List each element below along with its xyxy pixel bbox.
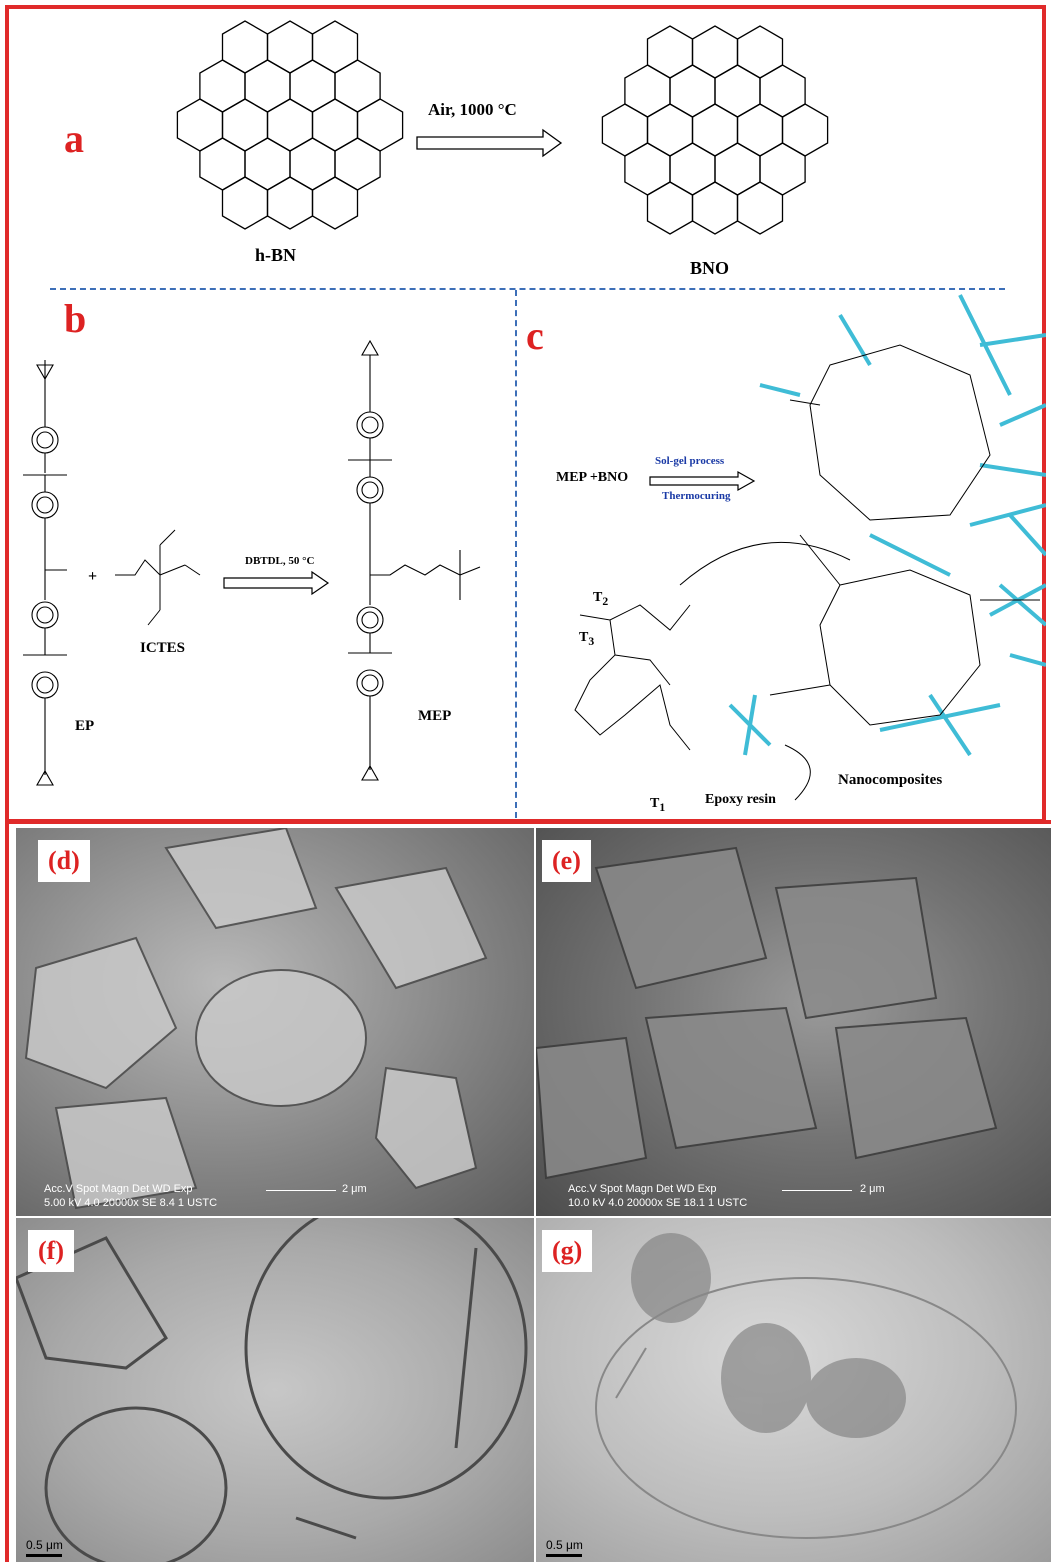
panel-a-label: a bbox=[64, 116, 84, 161]
tem-f-scale-text: 0.5 μm bbox=[26, 1538, 63, 1552]
hex-ring bbox=[199, 137, 246, 191]
sem-d-bar-line1: Acc.V Spot Magn Det WD Exp bbox=[44, 1183, 193, 1195]
plus-sign: + bbox=[88, 568, 98, 585]
hex-ring bbox=[266, 20, 314, 74]
t2-label: T2 bbox=[593, 590, 609, 608]
ictes-structure bbox=[115, 529, 201, 626]
sem-e-bar-line2: 10.0 kV 4.0 20000x SE 18.1 1 USTC bbox=[568, 1197, 748, 1209]
micrograph-frame bbox=[5, 820, 1051, 1562]
hex-ring bbox=[669, 64, 716, 118]
nanocomposite-diagram bbox=[574, 294, 1046, 801]
epoxy-resin-label: Epoxy resin bbox=[705, 792, 776, 807]
arrow-a-text: Air, 1000 °C bbox=[428, 100, 517, 119]
mep-structure bbox=[348, 339, 481, 781]
hex-ring bbox=[334, 59, 381, 113]
hex-ring bbox=[356, 98, 404, 152]
bno-structure bbox=[601, 25, 829, 235]
t3-label: T3 bbox=[579, 630, 595, 648]
hex-ring bbox=[736, 25, 784, 79]
panel-b-label: b bbox=[64, 296, 87, 341]
hex-ring bbox=[714, 64, 761, 118]
hex-ring bbox=[311, 176, 359, 230]
sem-e-scale-text: 2 μm bbox=[860, 1183, 885, 1195]
tem-g-scale-text: 0.5 μm bbox=[546, 1538, 583, 1552]
bno-caption: BNO bbox=[690, 258, 730, 278]
hex-ring bbox=[624, 64, 671, 118]
sem-image-d: (d) Acc.V Spot Magn Det WD Exp 5.00 kV 4… bbox=[16, 828, 534, 1216]
hex-ring bbox=[176, 98, 224, 152]
hbn-caption: h-BN bbox=[255, 245, 297, 265]
hex-ring bbox=[624, 142, 671, 196]
reaction-arrow-b bbox=[223, 570, 330, 596]
tem-g-scalebar bbox=[546, 1554, 582, 1557]
hex-ring bbox=[244, 137, 291, 191]
hbn-structure bbox=[176, 20, 404, 230]
ep-caption: EP bbox=[75, 718, 95, 734]
panel-f-label: (f) bbox=[28, 1230, 74, 1272]
hex-ring bbox=[646, 181, 694, 235]
process-bottom-text: Thermocuring bbox=[662, 490, 731, 502]
sem-image-e: (e) Acc.V Spot Magn Det WD Exp 10.0 kV 4… bbox=[536, 828, 1051, 1216]
sem-d-scale-text: 2 μm bbox=[342, 1183, 367, 1195]
hex-ring bbox=[311, 20, 359, 74]
mep-caption: MEP bbox=[418, 708, 452, 724]
hex-ring bbox=[221, 98, 269, 152]
arrow-b-text: DBTDL, 50 °C bbox=[245, 555, 315, 567]
tem-image-f: (f) 0.5 μm bbox=[16, 1218, 534, 1562]
hex-ring bbox=[601, 103, 649, 157]
hex-ring bbox=[736, 103, 784, 157]
hex-ring bbox=[311, 98, 359, 152]
divider-horizontal bbox=[50, 288, 1005, 290]
ictes-caption: ICTES bbox=[140, 640, 186, 656]
reaction-arrow-a bbox=[416, 128, 563, 158]
hex-ring bbox=[759, 142, 806, 196]
reactants-text: MEP +BNO bbox=[556, 470, 629, 485]
hex-ring bbox=[669, 142, 716, 196]
hex-ring bbox=[289, 137, 336, 191]
sem-d-scalebar bbox=[266, 1190, 336, 1191]
sem-e-bar-line1: Acc.V Spot Magn Det WD Exp bbox=[568, 1183, 717, 1195]
tem-f-scalebar bbox=[26, 1554, 62, 1557]
hex-ring bbox=[736, 181, 784, 235]
hex-ring bbox=[691, 181, 739, 235]
ep-structure bbox=[23, 360, 67, 786]
panel-e-label: (e) bbox=[542, 840, 591, 882]
hex-ring bbox=[266, 98, 314, 152]
nanocomposites-label: Nanocomposites bbox=[838, 772, 943, 788]
panel-c-label: c bbox=[526, 313, 544, 358]
hex-ring bbox=[221, 20, 269, 74]
panel-g-label: (g) bbox=[542, 1230, 593, 1272]
hex-ring bbox=[759, 64, 806, 118]
hex-ring bbox=[199, 59, 246, 113]
hex-ring bbox=[244, 59, 291, 113]
hex-ring bbox=[221, 176, 269, 230]
sem-d-bar-line2: 5.00 kV 4.0 20000x SE 8.4 1 USTC bbox=[44, 1197, 218, 1209]
hex-ring bbox=[781, 103, 829, 157]
hex-ring bbox=[266, 176, 314, 230]
reaction-arrow-c bbox=[649, 470, 756, 492]
hex-ring bbox=[691, 103, 739, 157]
divider-vertical bbox=[515, 290, 517, 818]
hex-ring bbox=[646, 25, 694, 79]
process-top-text: Sol-gel process bbox=[655, 455, 725, 467]
hex-ring bbox=[691, 25, 739, 79]
hex-ring bbox=[646, 103, 694, 157]
tem-image-g: (g) 0.5 μm bbox=[536, 1218, 1051, 1562]
hex-ring bbox=[289, 59, 336, 113]
hex-ring bbox=[334, 137, 381, 191]
t1-label: T1 bbox=[650, 796, 666, 814]
sem-e-scalebar bbox=[782, 1190, 852, 1191]
panel-d-label: (d) bbox=[38, 840, 90, 882]
hex-ring bbox=[714, 142, 761, 196]
